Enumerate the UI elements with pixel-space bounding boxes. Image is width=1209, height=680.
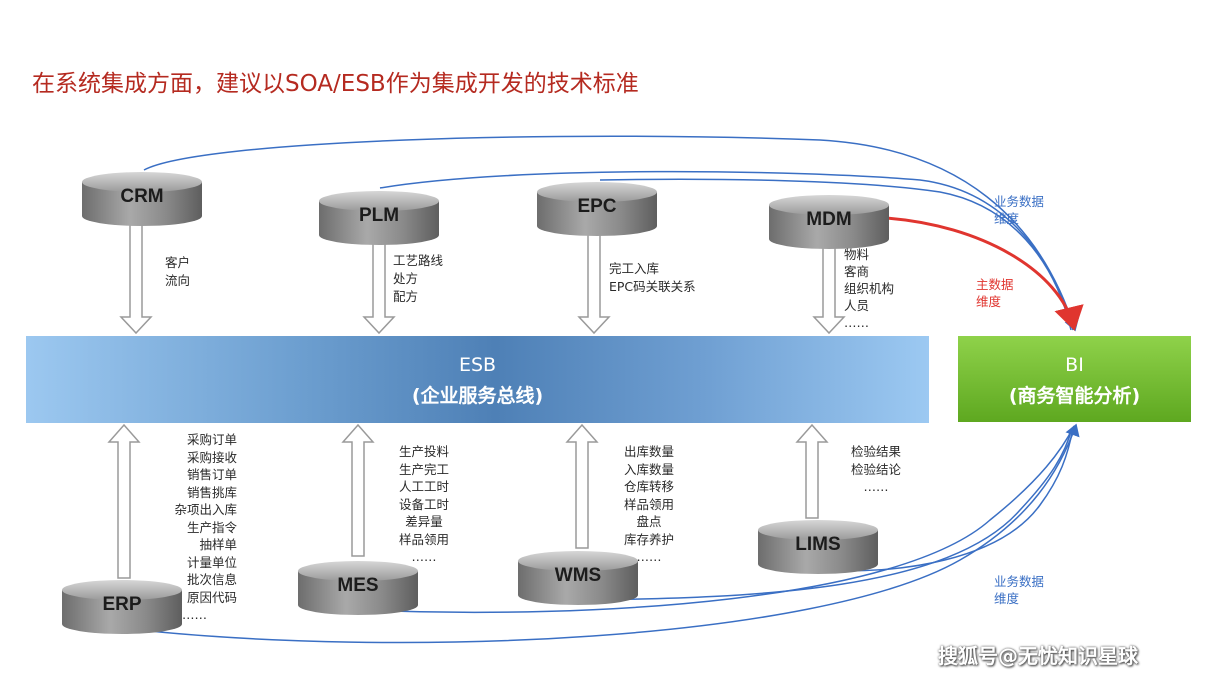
lims-database: LIMS bbox=[758, 520, 878, 574]
plm-flow-notes: 工艺路线处方配方 bbox=[393, 253, 444, 304]
wms-database: WMS bbox=[518, 551, 638, 605]
plm-down-arrow bbox=[362, 239, 396, 335]
wms-label: WMS bbox=[554, 565, 602, 586]
business-dimension-label-bottom: 业务数据维度 bbox=[994, 574, 1045, 606]
plm-label: PLM bbox=[358, 205, 400, 226]
epc-database: EPC bbox=[537, 182, 657, 236]
lims-label: LIMS bbox=[795, 534, 841, 555]
erp-label: ERP bbox=[102, 594, 142, 615]
bi-name: BI bbox=[1065, 354, 1084, 376]
crm-database: CRM bbox=[82, 172, 202, 226]
lims-bi-link bbox=[817, 427, 1074, 572]
bi-box: BI (商务智能分析) bbox=[958, 336, 1191, 422]
esb-bus: ESB (企业服务总线) bbox=[26, 336, 929, 423]
page-title: 在系统集成方面，建议以SOA/ESB作为集成开发的技术标准 bbox=[32, 71, 639, 97]
business-dimension-label-top: 业务数据维度 bbox=[994, 194, 1045, 226]
erp-up-arrow bbox=[107, 423, 141, 579]
esb-desc: (企业服务总线) bbox=[411, 385, 544, 407]
epc-label: EPC bbox=[577, 196, 617, 217]
watermark: 搜狐号@无忧知识星球 bbox=[938, 644, 1138, 668]
lims-up-arrow bbox=[795, 423, 829, 519]
wms-up-arrow bbox=[565, 423, 599, 549]
mdm-flow-notes: 物料客商组织机构人员…… bbox=[844, 247, 895, 330]
crm-down-arrow bbox=[119, 224, 153, 335]
crm-label: CRM bbox=[120, 186, 164, 207]
erp-flow-notes: 采购订单采购接收销售订单 销售挑库杂项出入库生产指令 抽样单计量单位批次信息 原… bbox=[174, 432, 237, 622]
epc-down-arrow bbox=[577, 229, 611, 335]
master-dimension-label: 主数据维度 bbox=[976, 277, 1014, 309]
crm-bi-link bbox=[143, 135, 1079, 332]
esb-name: ESB bbox=[458, 354, 497, 376]
bi-desc: (商务智能分析) bbox=[1008, 385, 1141, 407]
plm-bi-link bbox=[379, 170, 1074, 331]
mes-database: MES bbox=[298, 561, 418, 615]
erp-bi-link bbox=[121, 423, 1080, 644]
mdm-bi-link bbox=[885, 216, 1084, 331]
wms-flow-notes: 出库数量入库数量仓库转移 样品领用盘点库存养护 …… bbox=[623, 444, 674, 564]
mdm-database: MDM bbox=[769, 195, 889, 249]
mes-label: MES bbox=[337, 575, 379, 596]
mes-bi-link bbox=[359, 425, 1075, 614]
plm-database: PLM bbox=[319, 191, 439, 245]
mes-up-arrow bbox=[341, 423, 375, 557]
mes-flow-notes: 生产投料生产完工人工工时 设备工时差异量样品领用 …… bbox=[398, 444, 449, 564]
lims-flow-notes: 检验结果检验结论…… bbox=[850, 444, 901, 494]
epc-bi-link bbox=[599, 178, 1072, 331]
crm-flow-notes: 客户流向 bbox=[165, 255, 191, 288]
mdm-label: MDM bbox=[806, 209, 852, 230]
mdm-down-arrow bbox=[812, 239, 846, 335]
wms-bi-link bbox=[579, 427, 1073, 601]
erp-database: ERP bbox=[62, 580, 182, 634]
